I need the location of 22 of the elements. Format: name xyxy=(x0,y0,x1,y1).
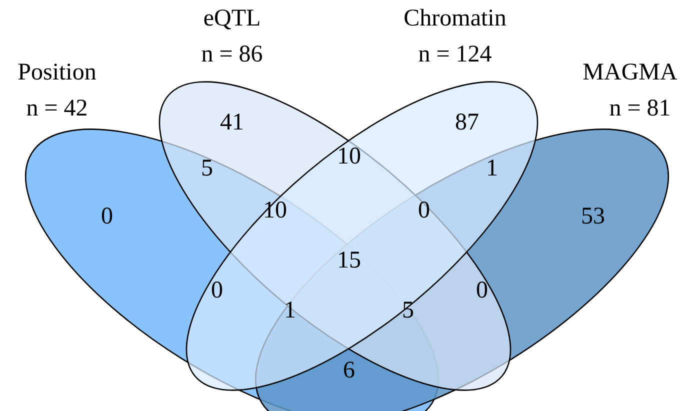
region-count: 0 xyxy=(211,278,223,304)
set-name: MAGMA xyxy=(582,60,678,86)
region-count: 6 xyxy=(343,358,355,384)
set-name: Chromatin xyxy=(404,6,506,32)
region-count: 0 xyxy=(101,204,113,230)
region-count: 5 xyxy=(201,156,213,182)
set-name: eQTL xyxy=(203,6,261,32)
set-size: n = 86 xyxy=(201,42,263,68)
set-size: n = 42 xyxy=(26,96,88,122)
region-count: 10 xyxy=(337,144,361,170)
set-size: n = 81 xyxy=(609,96,671,122)
region-count: 1 xyxy=(486,156,498,182)
region-count: 15 xyxy=(337,248,361,274)
region-count: 53 xyxy=(581,204,605,230)
region-count: 0 xyxy=(476,278,488,304)
region-count: 0 xyxy=(418,198,430,224)
region-count: 41 xyxy=(220,110,244,136)
region-count: 87 xyxy=(455,110,479,136)
region-count: 1 xyxy=(284,298,296,324)
set-size: n = 124 xyxy=(418,42,492,68)
set-name: Position xyxy=(18,60,96,86)
region-count: 10 xyxy=(263,198,287,224)
